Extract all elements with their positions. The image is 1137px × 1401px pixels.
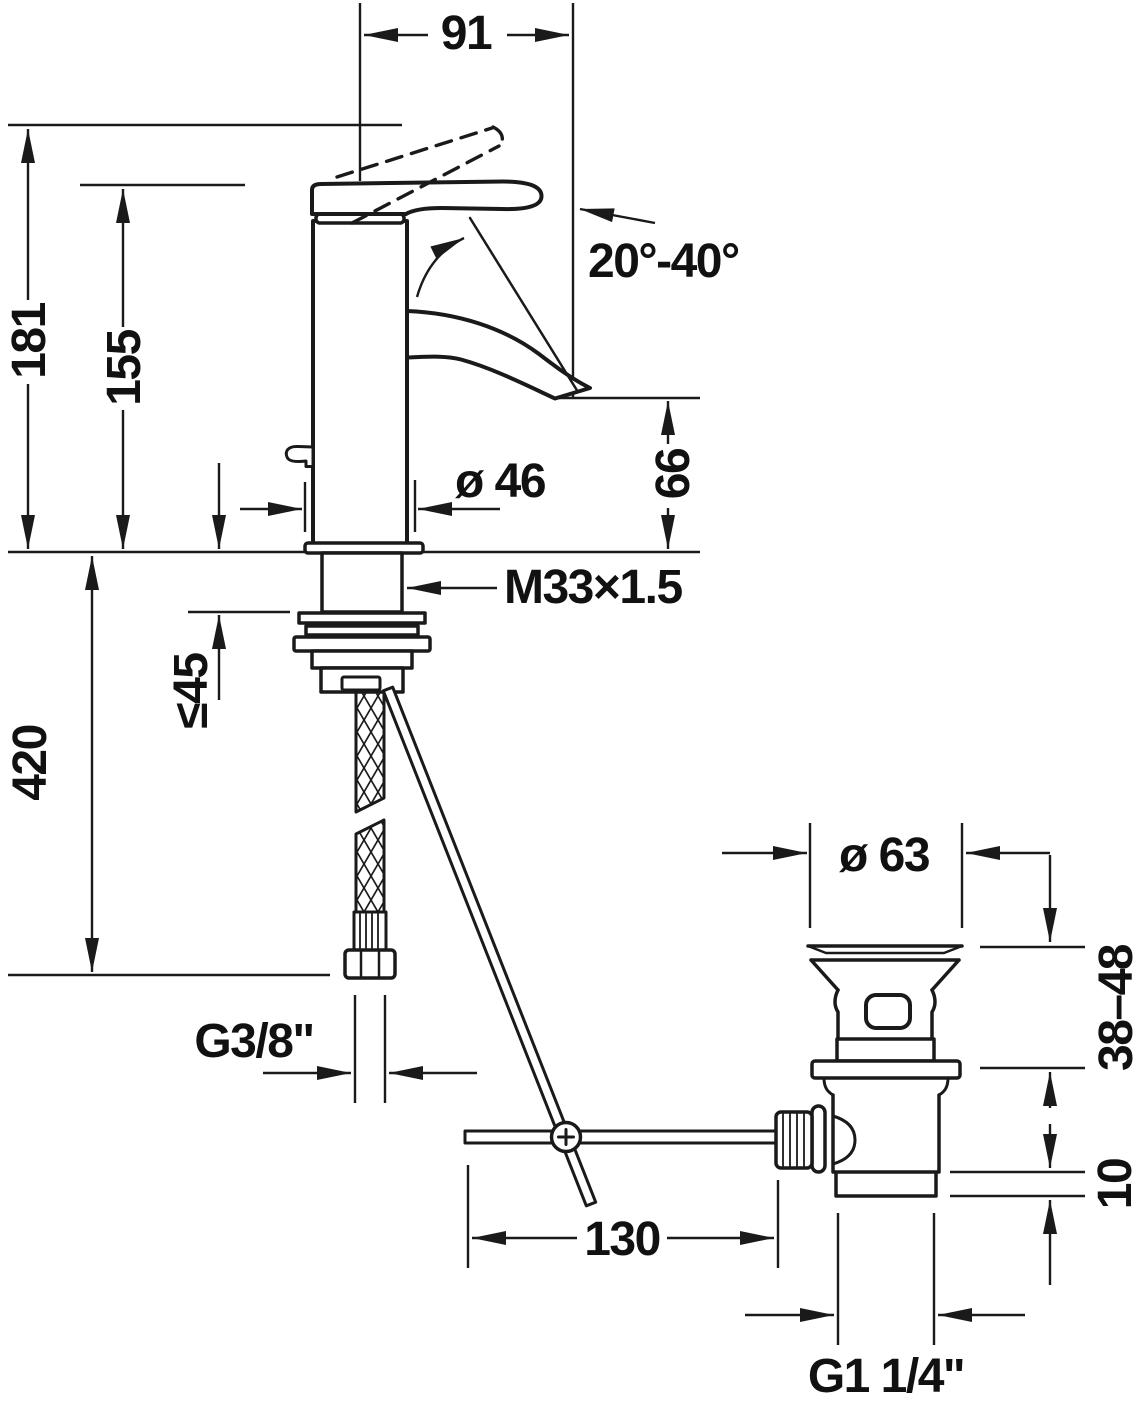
label-waste-flange-offset: 10 <box>1089 1159 1137 1209</box>
waste-flange-cone <box>809 958 961 992</box>
dimension-labels: 91 181 155 20°-40° ø 46 66 M33×1.5 ≤45 4… <box>3 7 1137 1401</box>
waste-drain-assembly <box>774 944 964 1198</box>
faucet-body <box>311 219 409 547</box>
hose-crimp-collar <box>352 910 388 952</box>
plug-underside <box>806 944 964 955</box>
label-waste-flange-diameter: ø 63 <box>839 829 929 882</box>
label-spout-top-height: 155 <box>98 329 151 405</box>
ticks-d46 <box>303 480 417 532</box>
label-hose-length: 420 <box>4 725 57 801</box>
hose-hex-nut <box>343 948 397 980</box>
mounting-hardware <box>292 551 432 694</box>
faucet <box>284 125 592 612</box>
waste-neck-walls <box>833 988 937 1041</box>
hose-collar-ridges <box>359 913 379 949</box>
label-waste-install-range: 38–48 <box>1090 944 1137 1071</box>
label-total-height: 181 <box>3 302 56 378</box>
waste-lower-flange <box>810 1059 962 1080</box>
waste-flange-shoulders <box>822 1076 950 1097</box>
label-handle-angle: 20°-40° <box>588 235 739 288</box>
handle-raised-dashed-upper <box>335 126 494 179</box>
mounting-nut-mid <box>310 649 414 670</box>
rod-guide-cap <box>340 675 382 692</box>
rod-boss <box>831 1114 857 1166</box>
label-body-diameter: ø 46 <box>455 455 545 508</box>
mounting-nut-flange <box>292 635 432 653</box>
popup-linkage <box>381 685 780 1208</box>
label-rod-length: 130 <box>584 1213 660 1266</box>
knob-knurl-ridges <box>782 1113 805 1167</box>
horizontal-lever-rod <box>463 1129 780 1145</box>
supply-hose <box>343 690 397 980</box>
label-spout-reach: 91 <box>441 7 492 60</box>
hex-nut-facets <box>359 950 381 978</box>
ext-lines-waste-flange <box>808 823 964 928</box>
label-max-counter-thickness: ≤45 <box>165 653 218 729</box>
pivot-cross-screw <box>557 1128 575 1146</box>
ext-lines-supply-thread <box>353 995 387 1103</box>
faucet-spout <box>405 309 592 401</box>
overflow-window <box>864 993 912 1030</box>
spout-angle-line <box>468 216 580 394</box>
hose-braided-upper <box>354 690 386 814</box>
handle-raised-dashed-tip <box>491 125 504 149</box>
reference-lines <box>8 3 1085 1345</box>
washer-lower <box>304 624 420 637</box>
ext-lines-rod-length <box>466 1165 780 1268</box>
ref-lines-waste-offset <box>950 1170 1085 1198</box>
arrow-angle-arc <box>415 236 465 298</box>
arrow-angle-leader <box>579 207 656 225</box>
ref-lines-waste-depth <box>980 945 1085 1070</box>
knurled-knob <box>774 1110 814 1170</box>
popup-rod-tab <box>284 444 315 468</box>
label-waste-thread: G1 1/4" <box>808 1350 964 1401</box>
handle-raised-dashed-lower <box>350 144 501 225</box>
hose-braided-lower <box>354 818 386 914</box>
threaded-shank <box>320 551 404 614</box>
rod-screw-flange <box>810 1104 827 1174</box>
dimension-arrows <box>21 27 1057 1322</box>
label-outlet-height: 66 <box>647 449 700 499</box>
washer-upper <box>297 611 427 625</box>
popup-pull-rod <box>381 685 598 1208</box>
waste-lower-body <box>831 1093 941 1198</box>
waste-body-band <box>835 1037 936 1063</box>
label-mounting-thread: M33×1.5 <box>504 561 682 614</box>
ext-lines-waste-thread <box>836 1213 936 1345</box>
label-supply-thread: G3/8" <box>194 1015 313 1068</box>
faucet-handle <box>310 179 544 216</box>
